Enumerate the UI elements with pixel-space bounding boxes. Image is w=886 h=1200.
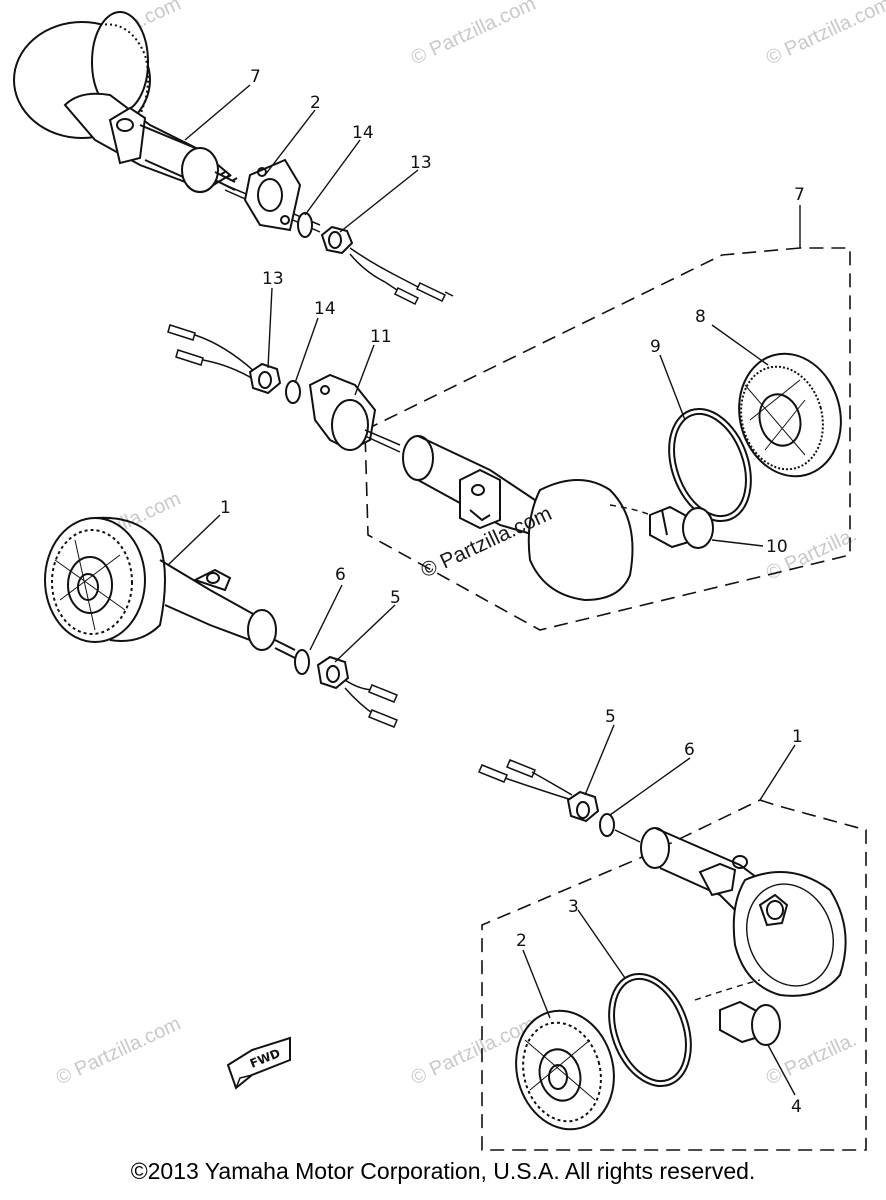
callout-13-mid: 13 [262, 269, 284, 289]
flasher-housing-mid [402, 435, 634, 602]
bulb-part-10 [649, 505, 714, 549]
bracket-part-2-top [243, 158, 302, 232]
callout-8: 8 [695, 307, 706, 327]
gasket-ring-part-3 [608, 972, 692, 1088]
callout-7-set: 7 [794, 185, 805, 205]
callout-10: 10 [766, 537, 788, 557]
wire-connectors-left [344, 679, 398, 728]
flasher-housing-right [640, 827, 847, 997]
callout-2-top: 2 [310, 93, 321, 113]
callout-14-mid: 14 [314, 299, 336, 319]
callout-13-top: 13 [410, 153, 432, 173]
watermark: © Partzilla.com [408, 0, 539, 70]
callout-5-right: 5 [605, 707, 616, 727]
lens-part-8 [738, 352, 842, 478]
callout-14-top: 14 [352, 123, 374, 143]
fwd-arrow [226, 1036, 291, 1090]
washer-part-6-left [294, 649, 310, 675]
dashed-set-7 [364, 247, 851, 631]
flasher-assembly-top [13, 11, 321, 233]
dashed-set-1 [481, 799, 867, 1151]
watermark: © Partzilla.com [53, 1013, 184, 1090]
wire-connectors-top [349, 247, 454, 306]
callouts: 7 2 14 13 7 13 14 11 8 9 10 1 6 5 5 6 1 … [220, 67, 805, 1117]
washer-part-6-right [599, 813, 615, 837]
nut-part-5-right [566, 790, 600, 823]
nut-part-5-left [316, 655, 350, 690]
callout-11: 11 [370, 327, 392, 347]
callout-5-left: 5 [390, 588, 401, 608]
flasher-assembly-left [44, 516, 296, 659]
callout-9: 9 [650, 337, 661, 357]
callout-6-right: 6 [684, 740, 695, 760]
callout-2-bottom: 2 [516, 931, 527, 951]
callout-6-left: 6 [335, 565, 346, 585]
gasket-ring-part-9 [668, 407, 752, 523]
callout-7-top: 7 [250, 67, 261, 87]
callout-3: 3 [568, 897, 579, 917]
leader-lines [167, 84, 801, 1096]
wire-connectors-bottom [478, 759, 573, 801]
washer-part-14-mid [285, 380, 301, 404]
bulb-part-4 [719, 1000, 781, 1046]
wire-connectors-mid [167, 324, 256, 381]
nut-part-13-mid [248, 362, 282, 395]
callout-1-set: 1 [792, 727, 803, 747]
washer-part-14-top [297, 212, 313, 238]
callout-4: 4 [791, 1097, 802, 1117]
lens-part-2-bottom [515, 1009, 615, 1131]
nut-part-13-top [320, 225, 354, 255]
watermark: © Partzilla.com [763, 0, 886, 70]
callout-1-left: 1 [220, 498, 231, 518]
copyright-notice: ©2013 Yamaha Motor Corporation, U.S.A. A… [130, 1158, 756, 1184]
bracket-part-11 [308, 373, 377, 452]
